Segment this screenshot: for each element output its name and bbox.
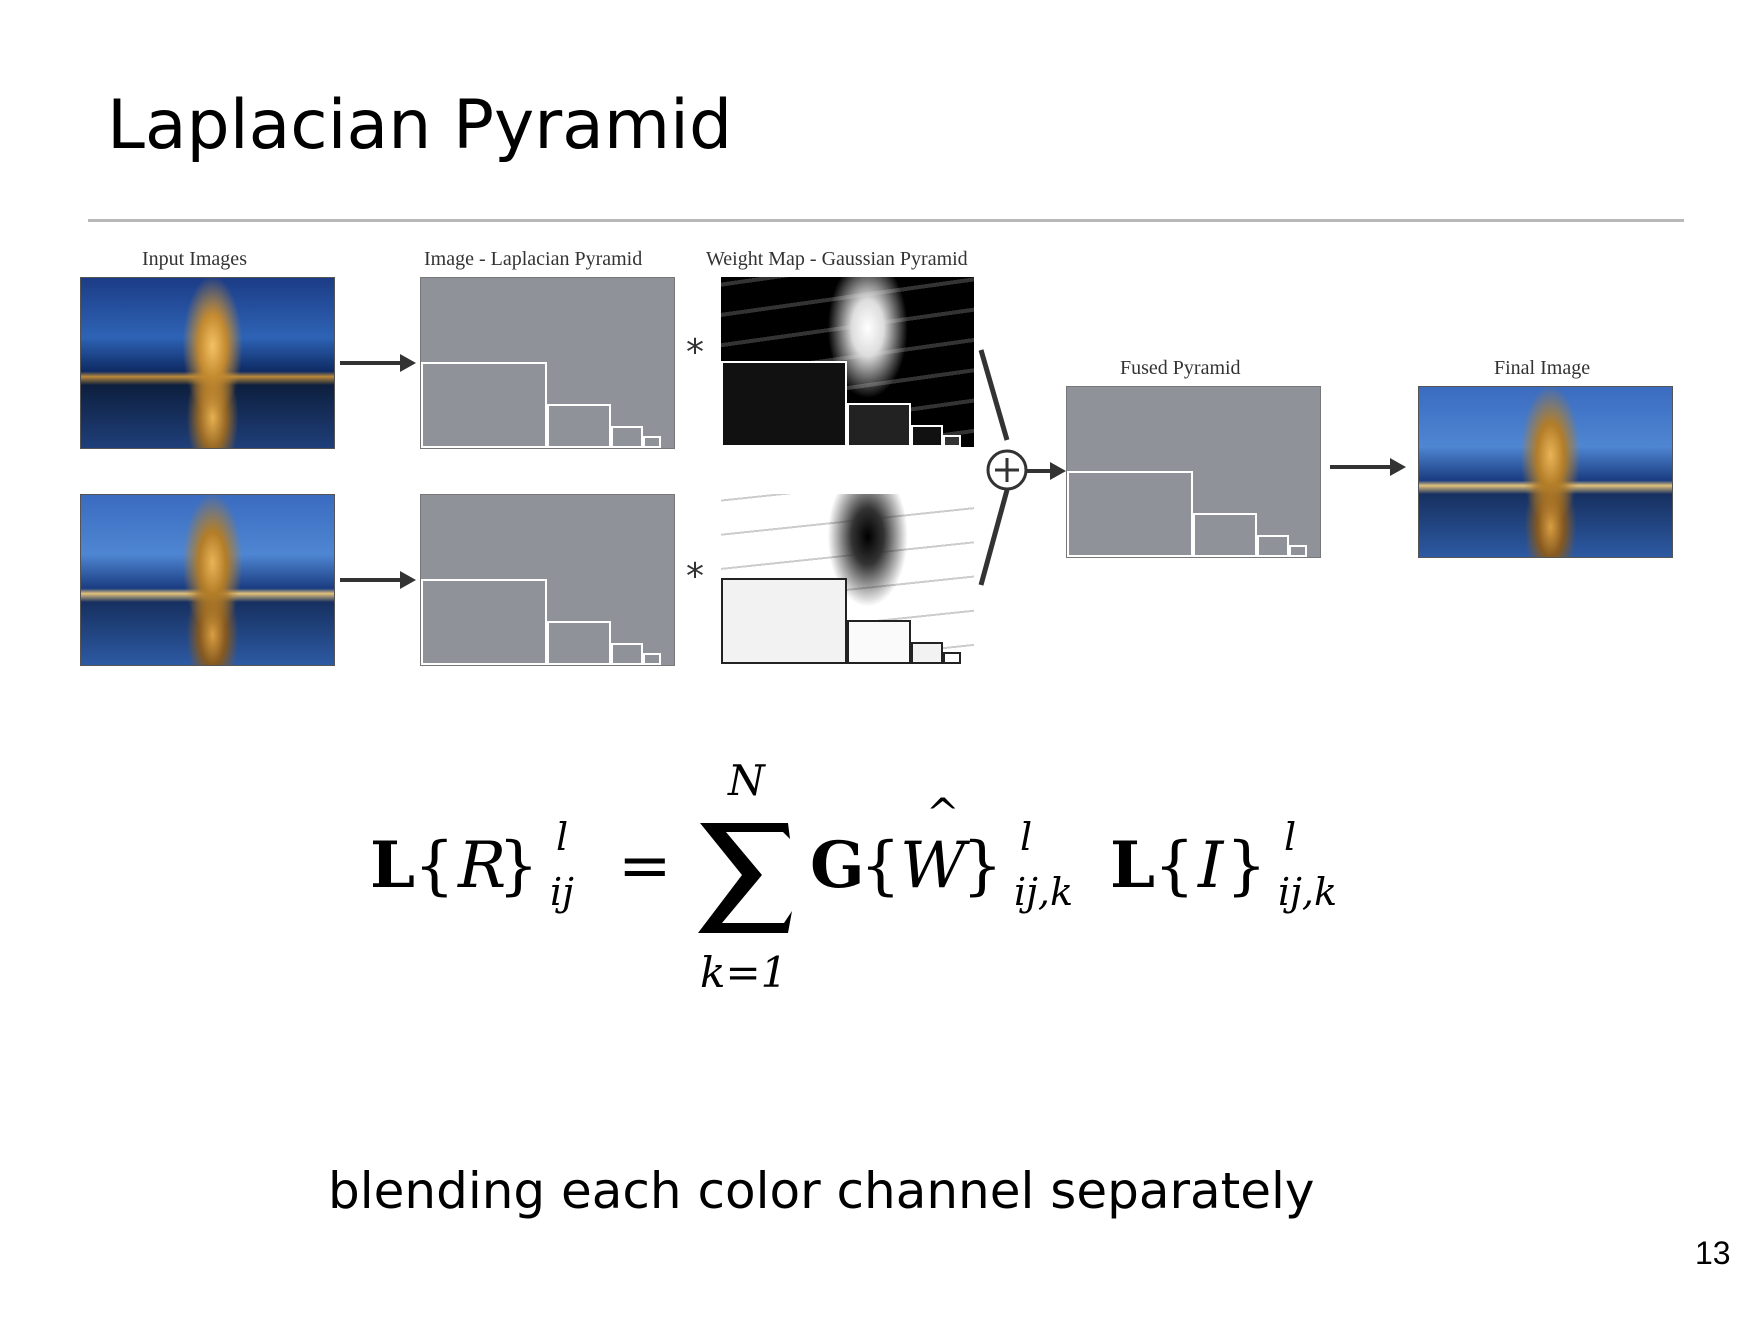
- formula-W: W: [900, 829, 971, 903]
- formula-L2: L: [1110, 828, 1155, 903]
- sigma-icon: [698, 823, 792, 933]
- caption-weight-map: Weight Map - Gaussian Pyramid: [706, 248, 968, 270]
- caption-fused-pyramid: Fused Pyramid: [1120, 357, 1241, 379]
- formula-equals: =: [618, 829, 672, 903]
- convolution-symbol: *: [686, 556, 704, 597]
- caption-input-images: Input Images: [142, 248, 247, 270]
- laplacian-pyramid-2: [420, 494, 675, 666]
- formula-sub-ijk: ij,k: [1014, 870, 1073, 914]
- fusion-formula: L { R } l ij = N k=1 G { W ^ } l ij,k L …: [370, 756, 1337, 997]
- slide-title: Laplacian Pyramid: [107, 86, 733, 165]
- convolution-symbol: *: [686, 332, 704, 373]
- laplacian-pyramid-1: [420, 277, 675, 449]
- formula-brace: {: [414, 829, 455, 903]
- formula-brace: }: [1226, 829, 1267, 903]
- formula-sup-l: l: [556, 815, 568, 859]
- arrow-icon: [1026, 462, 1066, 480]
- formula-brace: }: [498, 829, 539, 903]
- caption-laplacian-pyramid: Image - Laplacian Pyramid: [424, 248, 643, 270]
- formula-sum-lower: k=1: [700, 948, 787, 997]
- bottom-caption: blending each color channel separately: [328, 1162, 1315, 1220]
- arrow-icon: [340, 571, 416, 589]
- input-image-2: [80, 494, 335, 666]
- arrow-icon: [1330, 458, 1406, 476]
- arrow-icon: [340, 354, 416, 372]
- fused-pyramid: [1066, 386, 1321, 558]
- formula-sub-ij: ij: [550, 870, 574, 914]
- formula-lhs-R: R: [457, 829, 506, 903]
- formula-sup-l: l: [1284, 815, 1296, 859]
- formula-lhs-L: L: [370, 828, 415, 903]
- formula-brace: }: [962, 829, 1003, 903]
- formula-sum-upper: N: [727, 756, 766, 805]
- formula-I: I: [1197, 829, 1225, 903]
- weight-map-pyramid-2: [721, 494, 974, 664]
- final-image: [1418, 386, 1673, 558]
- formula-brace: {: [1154, 829, 1195, 903]
- formula-hat: ^: [926, 791, 960, 837]
- page-number: 13: [1695, 1235, 1731, 1271]
- formula-sup-l: l: [1020, 815, 1032, 859]
- formula-brace: {: [860, 829, 901, 903]
- weight-map-pyramid-1: [721, 277, 974, 447]
- title-divider: [88, 219, 1684, 222]
- caption-final-image: Final Image: [1494, 357, 1591, 379]
- merge-connector: [978, 349, 1010, 586]
- formula-G: G: [810, 828, 865, 903]
- input-image-1: [80, 277, 335, 449]
- formula-sub-ijk: ij,k: [1278, 870, 1337, 914]
